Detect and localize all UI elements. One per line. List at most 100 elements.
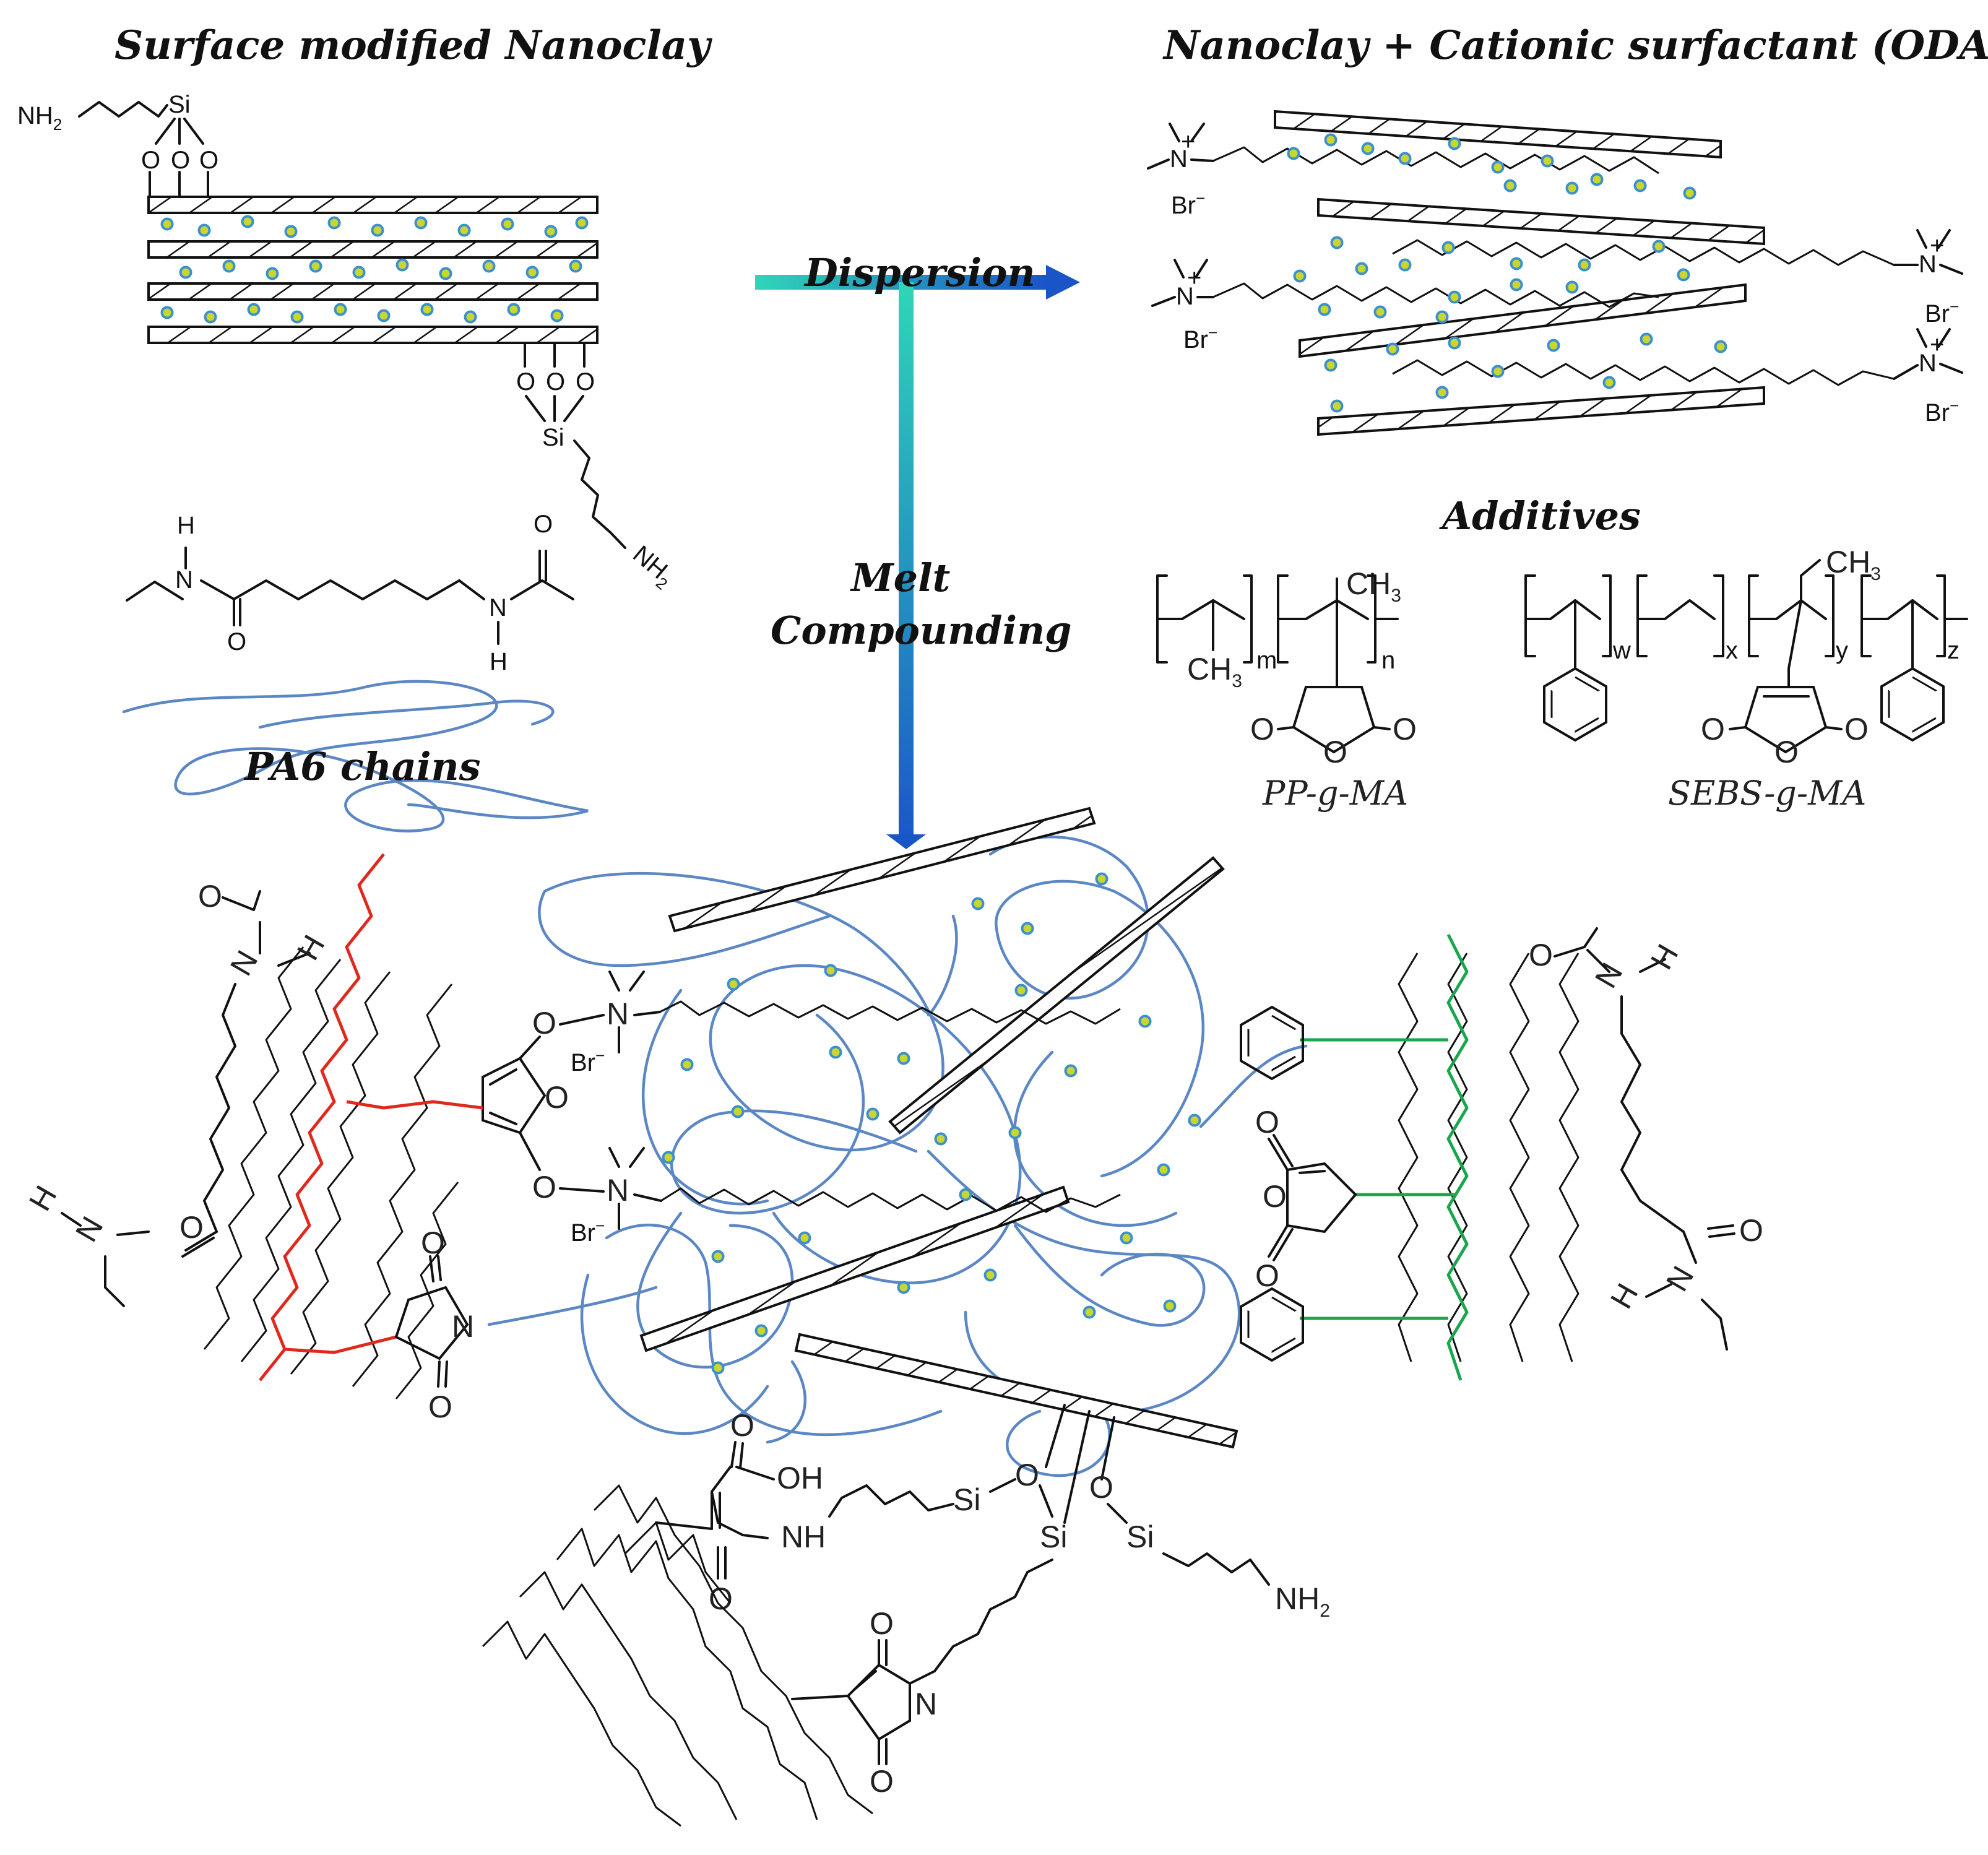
anhydride-ring-icon [1277,664,1391,754]
atom-si: Si [542,424,564,451]
ammonium-head: N + Br− [1893,229,1963,327]
melt-compounding-arrowhead [886,834,926,849]
atom-n: N [1588,957,1630,993]
atom-n: N [452,1309,474,1344]
atom-br: Br− [1925,396,1959,426]
atom-n: N [489,594,507,621]
atom-o: O [1015,1458,1039,1492]
odab-maleated-links: O N Br− O N Br− O [482,971,662,1247]
anhydride-ring-icon [394,1286,469,1360]
label-pp-g-ma: PP-g-MA [1262,774,1408,813]
atom-o: O [421,1226,445,1260]
atom-o: O [730,1408,754,1443]
atom-o: O [1255,1258,1279,1293]
atom-n: N [223,945,265,981]
anhydride-ring-icon [482,1057,547,1135]
atom-n: N [175,566,193,594]
atom-nh: NH [781,1520,826,1554]
atom-ch3: CH3 [1187,652,1242,691]
atom-o: O [1250,712,1274,746]
odab-clay-stack: N + Br− N + Br− N + Br− N [1147,110,1963,436]
anhydride-ring-icon [846,1663,911,1741]
atom-nh2: NH2 [625,540,680,594]
clay-platelet-icon [1274,110,1722,159]
atom-o: O [171,147,190,174]
charge-plus: + [1181,128,1195,155]
clay-platelet-icon [1317,197,1765,246]
atom-h: H [490,648,508,675]
atom-o: O [428,1390,452,1424]
clay-platelet-icon [668,806,1096,933]
atom-o: O [1255,1105,1279,1139]
sub-x: x [1726,637,1738,664]
label-melt: Melt [850,555,951,600]
clay-platelet-icon [794,1333,1238,1449]
atom-o: O [1844,712,1869,746]
atom-n: N [1170,145,1188,173]
sebs-chains-right: O O O O N H O N H [1240,927,1763,1381]
atom-o: O [1393,712,1417,746]
silane-bonding-bottom: O O Si Si Si NH NH2 O OH O O O N [482,1404,1330,1827]
atom-nh2: NH2 [1275,1581,1330,1621]
clay-platelet-icon [147,196,599,214]
atom-o: O [141,147,160,174]
atom-o: O [546,368,565,396]
atom-o: O [1774,735,1799,769]
pa6-repeat-unit: N H O N H O [126,511,574,675]
clay-platelet-icon [147,326,599,344]
atom-o: O [545,1080,569,1115]
atom-h: H [1604,1278,1645,1314]
atom-o: O [532,1170,556,1204]
atom-br: Br− [571,1216,605,1247]
atom-si: Si [1126,1520,1154,1554]
sub-m: m [1256,647,1277,674]
label-dispersion: Dispersion [803,250,1035,295]
atom-o: O [179,1210,204,1245]
atom-br: Br− [1925,297,1959,327]
atom-br: Br− [1183,323,1217,353]
atom-br: Br− [1171,189,1205,219]
nanocomposite-core [487,806,1308,1477]
atom-n: N [1919,251,1937,278]
atom-n: N [915,1687,937,1721]
atom-h: H [290,929,332,966]
ammonium-head: N + Br− [1893,328,1963,426]
clay-platelet-icon [639,1185,1070,1352]
sub-z: z [1947,637,1960,664]
clay-platelet-icon [147,282,599,301]
atom-n: N [1176,283,1194,310]
atom-o: O [709,1581,733,1616]
atom-o: O [516,368,535,396]
anhydride-ring-icon [1268,1134,1357,1261]
sub-y: y [1836,637,1848,664]
atom-ch3: CH3 [1346,566,1401,606]
atom-nh2: NH2 [17,102,62,134]
dispersion-arrowhead [1046,265,1080,300]
atom-o: O [1089,1470,1113,1505]
surface-clay-stack: Si NH2 O O O O O O Si NH2 [17,91,680,594]
pa6-chain-tangle: PA6 chains [122,680,589,832]
atom-o: O [870,1606,894,1641]
charge-plus: + [1930,331,1944,358]
atom-n: N [607,997,629,1031]
silane-top: Si NH2 O O O [17,91,218,198]
atom-n: N [1659,1260,1701,1297]
title-cationic-surfactant: Nanoclay + Cationic surfactant (ODAB) [1162,22,1988,69]
sub-w: w [1612,637,1631,664]
atom-si: Si [1040,1520,1067,1554]
atom-ch3: CH3 [1826,545,1881,584]
sub-n: n [1381,647,1395,674]
clay-platelet-icon [147,240,599,259]
atom-h: H [22,1180,64,1216]
atom-h: H [177,512,195,539]
atom-o: O [1529,938,1553,972]
atom-oh: OH [777,1461,823,1495]
pp-chains-left: O O N O N H O N H [22,853,483,1424]
pp-g-ma-structure: CH3 m CH3 n O O O PP-g-MA [1156,566,1417,813]
atom-si: Si [168,91,191,118]
label-compounding: Compounding [771,608,1072,653]
atom-o: O [532,1006,556,1040]
atom-o: O [534,511,553,538]
clay-platelet-icon [1299,283,1747,358]
atom-o: O [576,368,595,396]
